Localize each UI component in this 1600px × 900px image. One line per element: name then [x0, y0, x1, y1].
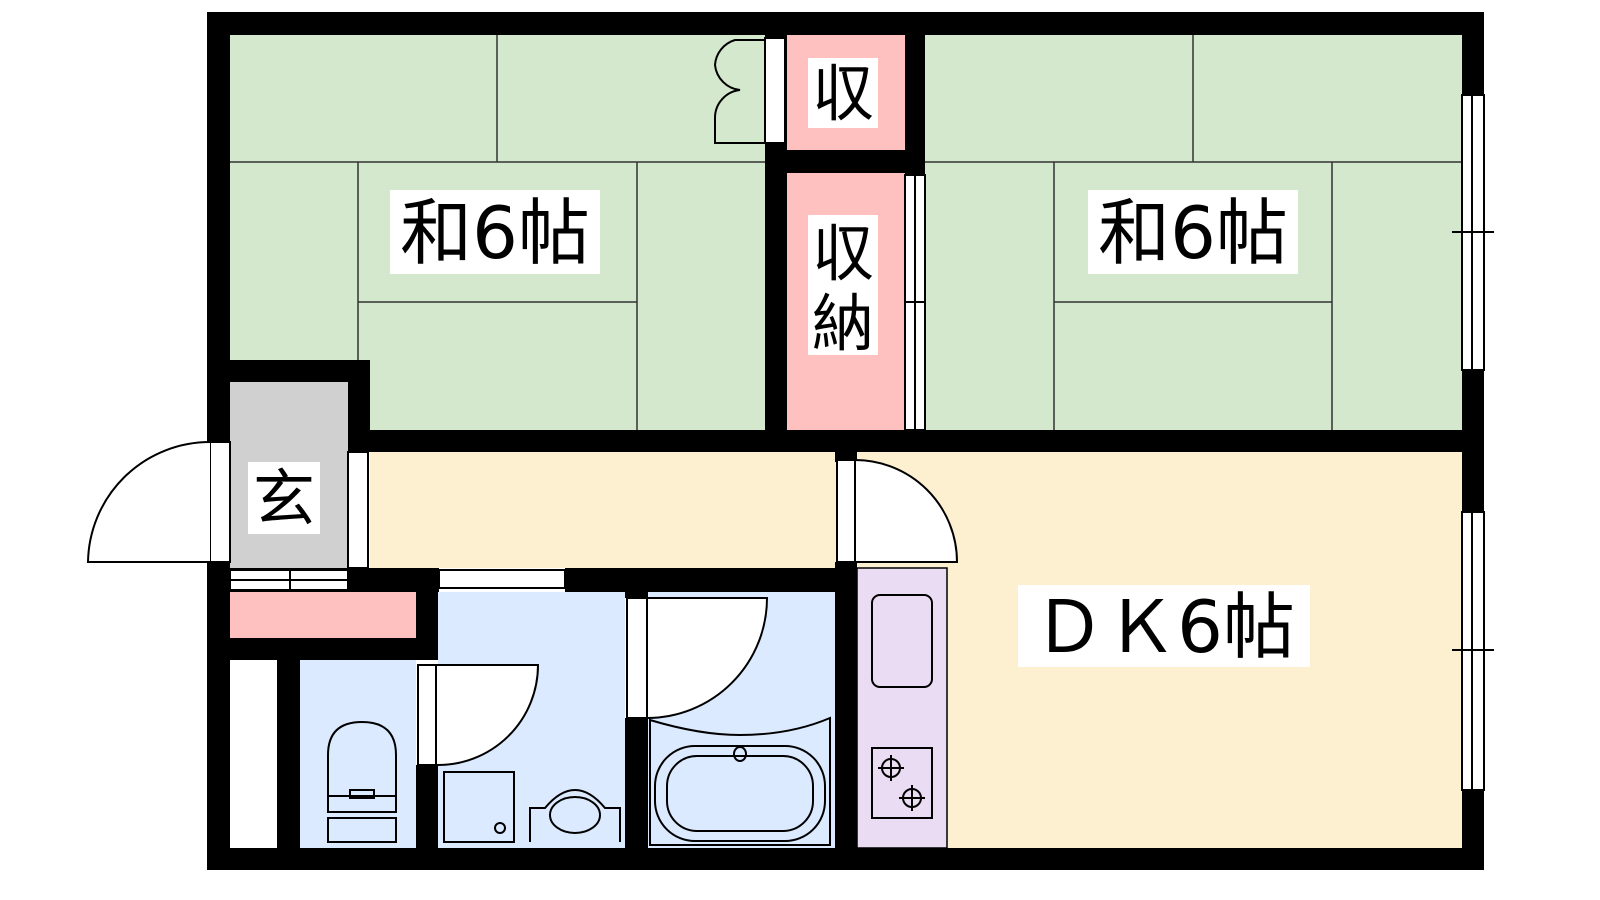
- washing-machine-icon: [443, 771, 515, 843]
- room-label-western-right: 和6帖: [1098, 191, 1288, 275]
- stove-icon: [871, 747, 933, 819]
- closet-label-2: 納: [812, 287, 874, 360]
- toilet-icon: [327, 720, 397, 843]
- toilet-room: [300, 660, 416, 848]
- closet-top-label: 収: [812, 57, 874, 130]
- room-label-dining-kitchen: ＤＫ6帖: [1033, 585, 1295, 669]
- room-label-western-left: 和6帖: [400, 191, 590, 275]
- hallway: [370, 452, 840, 568]
- windows: [229, 94, 1494, 791]
- closet-label-1: 収: [812, 217, 874, 290]
- kitchen-sink-icon: [871, 594, 933, 688]
- sink-icon: [529, 788, 621, 842]
- kitchen-counter: [856, 567, 948, 849]
- bathtub-icon: [649, 716, 831, 846]
- entrance-label: 玄: [253, 462, 315, 535]
- shoe-storage: [230, 592, 416, 638]
- left-closet: [230, 660, 277, 848]
- doors: [86, 37, 959, 767]
